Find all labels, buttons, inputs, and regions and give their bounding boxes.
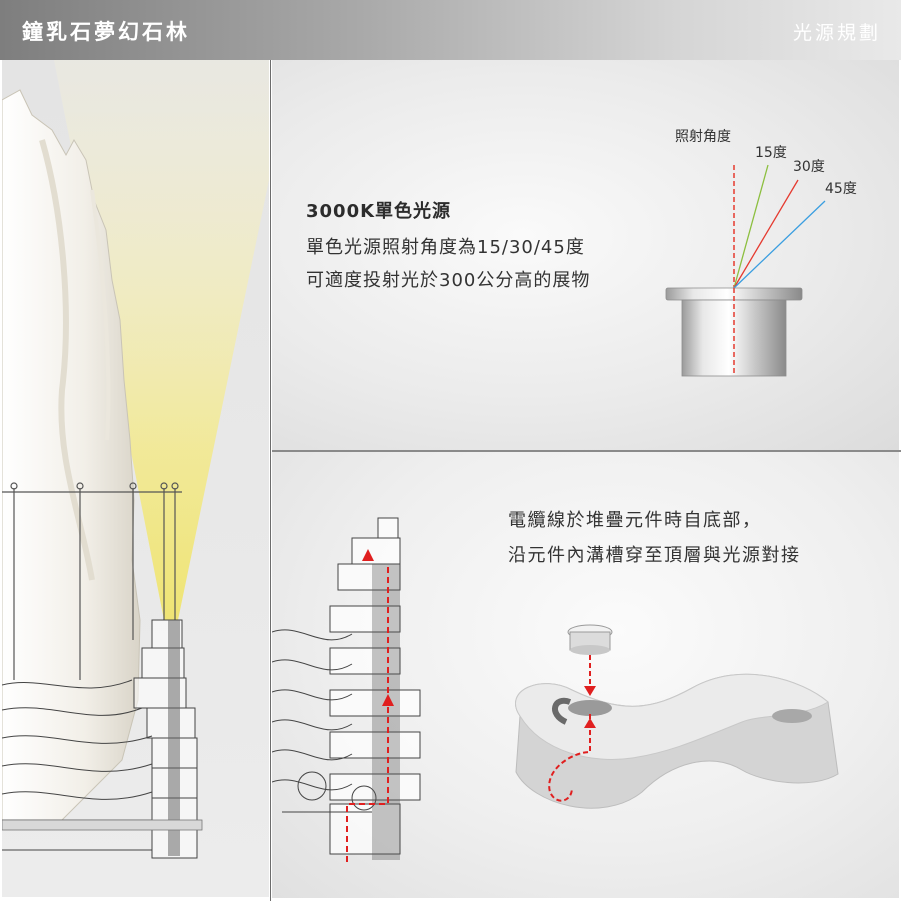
cable-channel bbox=[168, 620, 180, 856]
header-bar: 鐘乳石夢幻石林 光源規劃 bbox=[0, 0, 901, 60]
light-spec-panel: 照射角度 15度 30度 45度 bbox=[272, 60, 899, 450]
cable-arrow-down bbox=[584, 686, 596, 696]
horizontal-divider bbox=[272, 450, 901, 452]
spotlight-fixture-small bbox=[567, 624, 613, 655]
page-title: 鐘乳石夢幻石林 bbox=[22, 20, 190, 44]
angle-label-15: 15度 bbox=[755, 145, 787, 161]
beam-angle-diagram: 照射角度 15度 30度 45度 bbox=[665, 129, 857, 377]
cable-route-3d bbox=[548, 714, 591, 802]
stalactite-illustration bbox=[2, 60, 269, 859]
light-spec-line-2: 可適度投射光於300公分高的展物 bbox=[306, 270, 591, 291]
cable-arrow-top bbox=[362, 549, 374, 561]
light-spec-text: 3000K單色光源 單色光源照射角度為15/30/45度 可適度投射光於300公… bbox=[306, 197, 590, 297]
light-spec-heading: 3000K單色光源 bbox=[306, 201, 452, 222]
beam-ray-45 bbox=[733, 200, 826, 289]
cable-note-line-1: 電纜線於堆疊元件時自底部， bbox=[508, 510, 762, 531]
section-subtitle: 光源規劃 bbox=[792, 22, 881, 44]
angle-label-45: 45度 bbox=[825, 181, 857, 197]
beam-ray-15 bbox=[733, 164, 769, 289]
vertical-divider bbox=[269, 60, 272, 901]
cable-routing-diagram bbox=[272, 517, 839, 862]
stalactite-rock bbox=[2, 89, 141, 821]
beam-ray-30 bbox=[733, 179, 799, 289]
cable-routing-panel bbox=[272, 452, 899, 898]
angle-title-label: 照射角度 bbox=[675, 129, 731, 145]
cable-note-text: 電纜線於堆疊元件時自底部， 沿元件內溝槽穿至頂層與光源對接 bbox=[508, 503, 801, 573]
light-spec-line-1: 單色光源照射角度為15/30/45度 bbox=[306, 237, 585, 258]
stacked-components bbox=[329, 517, 421, 855]
angle-label-30: 30度 bbox=[793, 159, 825, 175]
stalactite-illustration-panel bbox=[2, 60, 269, 897]
cable-arrow-mid bbox=[382, 694, 394, 706]
light-cone bbox=[54, 60, 269, 620]
cable-note-line-2: 沿元件內溝槽穿至頂層與光源對接 bbox=[508, 545, 801, 566]
component-3d bbox=[515, 673, 839, 809]
